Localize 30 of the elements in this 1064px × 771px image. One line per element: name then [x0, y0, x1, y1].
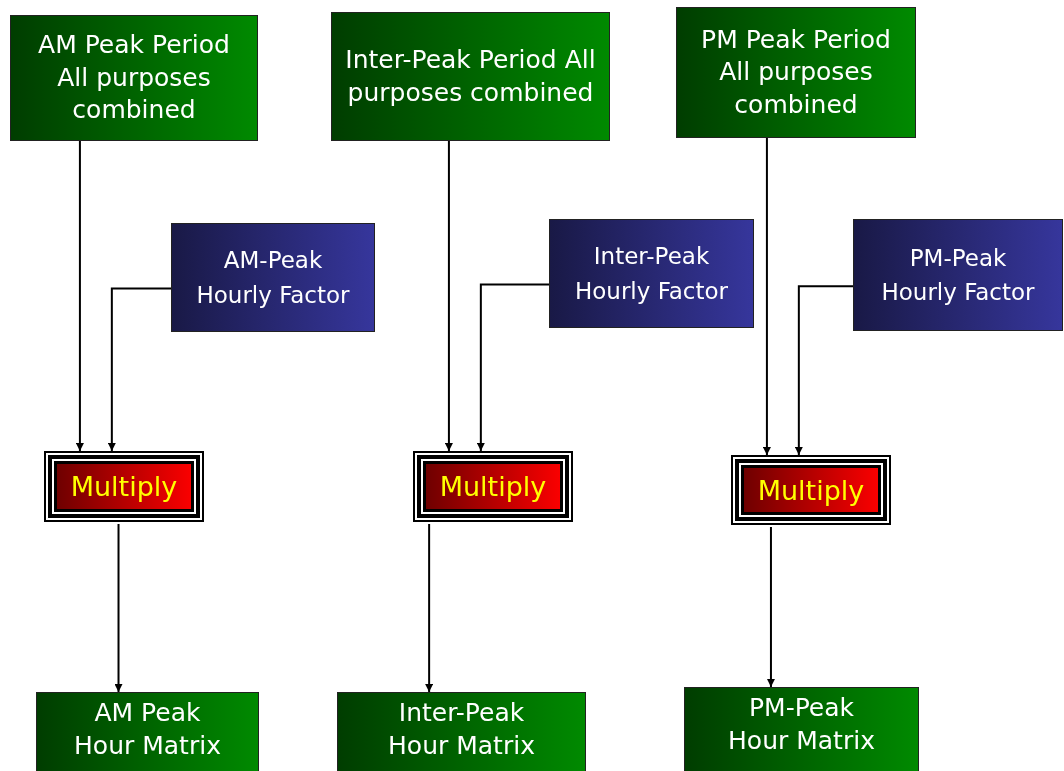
arrow: [425, 523, 434, 693]
arrow: [762, 137, 771, 456]
matrix-box: [36, 692, 259, 771]
period-box: [676, 7, 916, 138]
arrow: [766, 526, 775, 688]
arrow: [114, 523, 123, 693]
node-label: Inter-Peak Period All purposes combined: [344, 44, 597, 109]
node-label: Inter-Peak Hour Matrix: [387, 697, 536, 762]
arrow: [794, 285, 854, 456]
operation-label: Multiply: [439, 471, 547, 502]
node-label: PM Peak Period All purposes combined: [700, 23, 892, 121]
node-label: Inter-Peak Hourly Factor: [573, 242, 730, 306]
arrow: [476, 283, 550, 452]
period-box: [331, 12, 610, 141]
factor-box: [549, 219, 754, 328]
factor-box: [171, 223, 375, 332]
node-label: PM-Peak Hour Matrix: [727, 692, 876, 757]
operation-label: Multiply: [70, 471, 178, 502]
arrow: [444, 140, 453, 452]
node-label: PM-Peak Hourly Factor: [880, 243, 1036, 307]
arrow: [107, 287, 172, 452]
arrow: [75, 140, 84, 452]
factor-box: [853, 219, 1063, 331]
node-label: AM Peak Hour Matrix: [73, 697, 222, 762]
matrix-box: [684, 687, 919, 771]
node-label: AM Peak Period All purposes combined: [37, 29, 231, 127]
node-label: AM-Peak Hourly Factor: [195, 246, 351, 310]
operation-label: Multiply: [757, 474, 865, 506]
matrix-box: [337, 692, 586, 771]
period-box: [10, 15, 258, 141]
